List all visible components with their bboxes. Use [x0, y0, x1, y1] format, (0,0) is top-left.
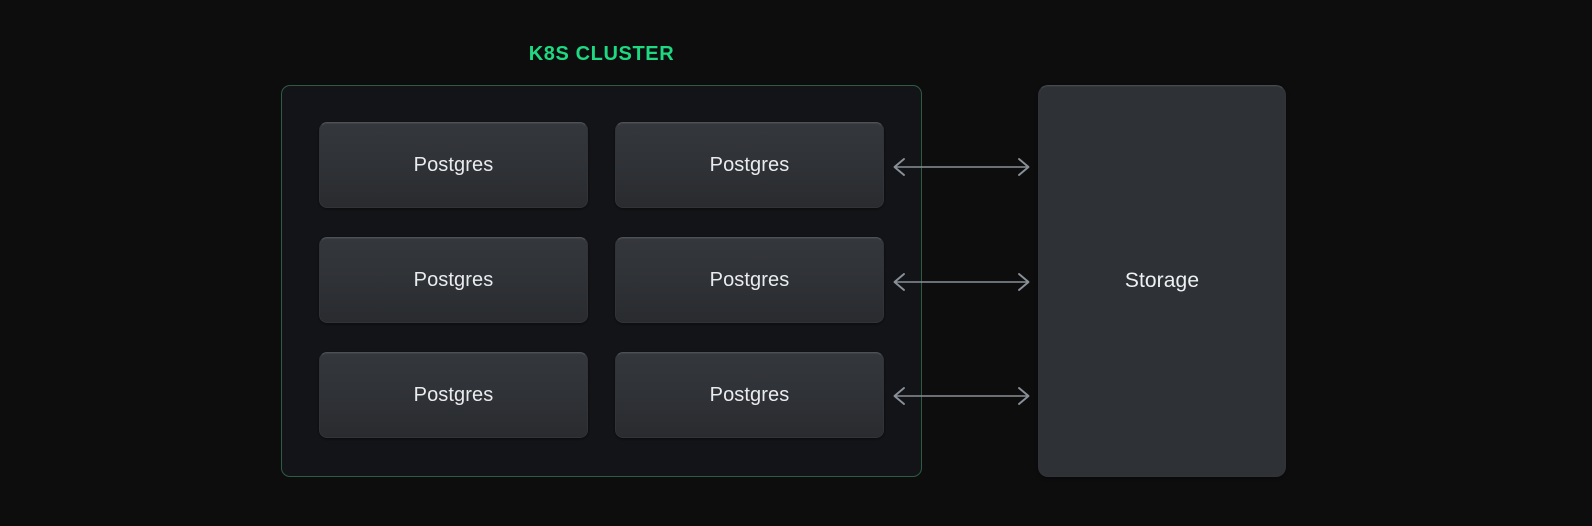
storage-node[interactable]: Storage: [1038, 85, 1286, 477]
pod-label: Postgres: [413, 269, 494, 291]
pod-label: Postgres: [413, 154, 494, 176]
pod-node-postgres[interactable]: Postgres: [319, 352, 588, 438]
pod-node-postgres[interactable]: Postgres: [319, 237, 588, 323]
pod-node-postgres[interactable]: Postgres: [615, 237, 884, 323]
pod-grid: Postgres Postgres Postgres Postgres Post…: [319, 122, 884, 438]
pod-label: Postgres: [709, 154, 790, 176]
pod-label: Postgres: [709, 384, 790, 406]
pod-label: Postgres: [413, 384, 494, 406]
pod-node-postgres[interactable]: Postgres: [615, 122, 884, 208]
pod-node-postgres[interactable]: Postgres: [319, 122, 588, 208]
pod-node-postgres[interactable]: Postgres: [615, 352, 884, 438]
cluster-title: K8S CLUSTER: [528, 43, 675, 65]
storage-label: Storage: [1124, 269, 1200, 292]
pod-label: Postgres: [709, 269, 790, 291]
